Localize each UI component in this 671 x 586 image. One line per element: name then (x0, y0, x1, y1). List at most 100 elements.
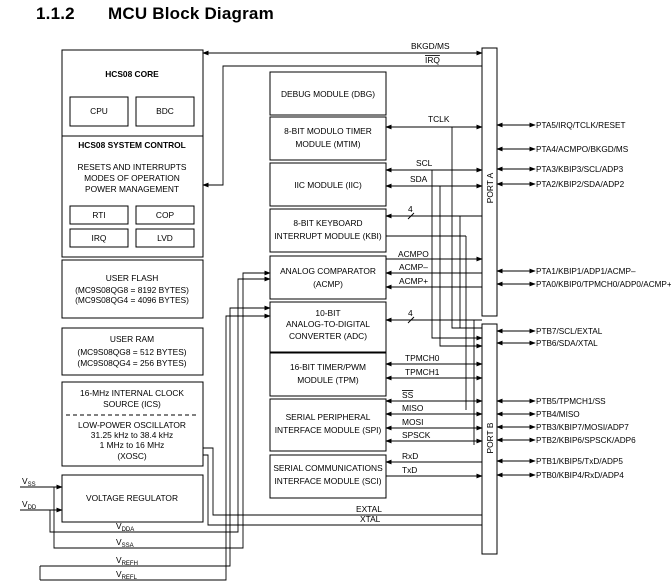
pin-ptb3: PTB3/KBIP7/MOSI/ADP7 (536, 423, 629, 432)
sci-label-2: INTERFACE MODULE (SCI) (274, 476, 381, 486)
supply-vrefh: VREFH (116, 555, 138, 567)
sci-label-1: SERIAL COMMUNICATIONS (273, 463, 383, 473)
signal-scl: SCL (416, 158, 433, 168)
pin-pta3: PTA3/KBIP3/SCL/ADP3 (536, 165, 624, 174)
kbi-label-1: 8-BIT KEYBOARD (293, 218, 362, 228)
flash-line-3: (MC9S08QG4 = 4096 BYTES) (75, 295, 189, 305)
xosc-line-4: (XOSC) (117, 451, 147, 461)
signal-tclk: TCLK (428, 114, 450, 124)
pin-ptb1: PTB1/KBIP5/TxD/ADP5 (536, 457, 623, 466)
adc-block (269, 301, 387, 353)
mtim-block (269, 116, 387, 161)
supply-vdda: VDDA (116, 521, 134, 533)
pin-pta1: PTA1/KBIP1/ADP1/ACMP– (536, 267, 636, 276)
bdc-label: BDC (156, 106, 174, 116)
pin-ptb6: PTB6/SDA/XTAL (536, 339, 598, 348)
diagram-heading: 1.1.2 MCU Block Diagram (36, 4, 274, 24)
xosc-line-3: 1 MHz to 16 MHz (100, 440, 165, 450)
cop-label: COP (156, 210, 175, 220)
cpu-block (69, 96, 129, 127)
sysctrl-line-2: MODES OF OPERATION (84, 173, 180, 183)
sysctrl-title: HCS08 SYSTEM CONTROL (78, 140, 186, 150)
dbg-block (269, 71, 387, 116)
user-ram-block (61, 327, 204, 376)
iic-label: IIC MODULE (IIC) (294, 180, 362, 190)
port-b-label: PORT B (485, 422, 495, 453)
acmp-block (269, 255, 387, 300)
bdc-block (135, 96, 195, 127)
signal-acmp-minus: ACMP– (399, 262, 428, 272)
signal-tpmch0: TPMCH0 (405, 353, 440, 363)
hcs08-core-block (61, 49, 204, 258)
signal-irq: IRQ (425, 55, 440, 65)
supply-vssa: VSSA (116, 537, 134, 549)
supply-vrefl: VREFL (116, 569, 138, 581)
lvd-block (135, 228, 195, 248)
spi-label-1: SERIAL PERIPHERAL (286, 412, 371, 422)
pin-ptb4: PTB4/MISO (536, 410, 580, 419)
pin-ptb0: PTB0/KBIP4/RxD/ADP4 (536, 471, 624, 480)
signal-adc-bus: 4 (408, 308, 413, 318)
sysctrl-line-3: POWER MANAGEMENT (85, 184, 179, 194)
signal-mosi: MOSI (402, 417, 423, 427)
kbi-label-2: INTERRUPT MODULE (KBI) (274, 231, 382, 241)
signal-txd: TxD (402, 465, 417, 475)
section-number: 1.1.2 (36, 4, 75, 23)
ram-line-3: (MC9S08QG4 = 256 BYTES) (77, 358, 186, 368)
signal-rxd: RxD (402, 451, 418, 461)
signal-extal: EXTAL (356, 504, 382, 514)
xosc-line-1: LOW-POWER OSCILLATOR (78, 420, 186, 430)
spi-block (269, 398, 387, 452)
mtim-label-1: 8-BIT MODULO TIMER (284, 126, 372, 136)
pin-ptb5: PTB5/TPMCH1/SS (536, 397, 606, 406)
signal-xtal: XTAL (360, 514, 381, 524)
voltage-regulator-block (61, 474, 204, 523)
irq-block (69, 228, 129, 248)
spi-label-2: INTERFACE MODULE (SPI) (275, 425, 382, 435)
acmp-label-1: ANALOG COMPARATOR (280, 266, 376, 276)
sysctrl-line-1: RESETS AND INTERRUPTS (78, 162, 187, 172)
signal-bkgd: BKGD/MS (411, 41, 450, 51)
pin-pta4: PTA4/ACMPO/BKGD/MS (536, 145, 629, 154)
xosc-line-2: 31.25 kHz to 38.4 kHz (91, 430, 173, 440)
signal-acmpo: ACMPO (398, 249, 429, 259)
sci-block (269, 454, 387, 499)
flash-line-1: USER FLASH (106, 273, 159, 283)
signal-tpmch1: TPMCH1 (405, 367, 440, 377)
core-title: HCS08 CORE (105, 69, 159, 79)
ics-line-2: SOURCE (ICS) (103, 399, 161, 409)
supply-vdd: VDD (22, 499, 37, 511)
pin-pta2: PTA2/KBIP2/SDA/ADP2 (536, 180, 625, 189)
ram-line-1: USER RAM (110, 334, 154, 344)
pin-pta5: PTA5/IRQ/TCLK/RESET (536, 121, 625, 130)
supply-vss: VSS (22, 476, 36, 488)
signal-sda: SDA (410, 174, 428, 184)
cpu-label: CPU (90, 106, 108, 116)
adc-label-3: CONVERTER (ADC) (289, 331, 367, 341)
rti-block (69, 205, 129, 225)
lvd-label: LVD (157, 233, 173, 243)
flash-line-2: (MC9S08QG8 = 8192 BYTES) (75, 285, 189, 295)
adc-label-1: 10-BIT (315, 308, 340, 318)
signal-miso: MISO (402, 403, 424, 413)
tpm-block (269, 352, 387, 397)
cop-block (135, 205, 195, 225)
vreg-label: VOLTAGE REGULATOR (86, 493, 178, 503)
acmp-label-2: (ACMP) (313, 279, 343, 289)
pin-pta0: PTA0/KBIP0/TPMCH0/ADP0/ACMP+ (536, 280, 671, 289)
pin-ptb7: PTB7/SCL/EXTAL (536, 327, 603, 336)
signal-acmp-plus: ACMP+ (399, 276, 428, 286)
dbg-label: DEBUG MODULE (DBG) (281, 89, 375, 99)
tpm-label-2: MODULE (TPM) (297, 375, 359, 385)
tpm-label-1: 16-BIT TIMER/PWM (290, 362, 366, 372)
rti-label: RTI (92, 210, 105, 220)
ram-line-2: (MC9S08QG8 = 512 BYTES) (77, 347, 186, 357)
pin-ptb2: PTB2/KBIP6/SPSCK/ADP6 (536, 436, 636, 445)
mtim-label-2: MODULE (MTIM) (295, 139, 360, 149)
port-a-label: PORT A (485, 172, 495, 203)
user-flash-block (61, 259, 204, 319)
clock-source-block (61, 381, 204, 467)
kbi-block (269, 208, 387, 253)
section-title: MCU Block Diagram (108, 4, 274, 23)
adc-label-2: ANALOG-TO-DIGITAL (286, 319, 370, 329)
